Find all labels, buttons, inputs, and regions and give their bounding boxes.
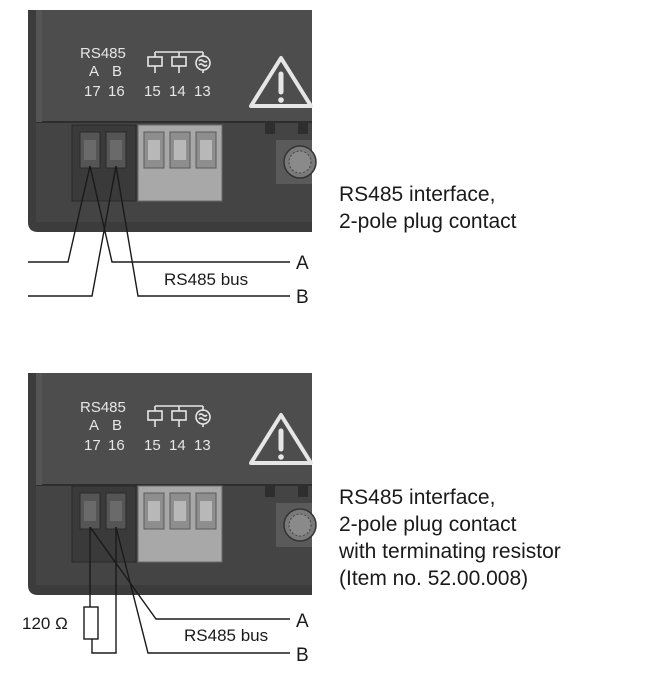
terminal-13-label: 13 <box>194 83 211 100</box>
caption-1: RS485 interface, 2-pole plug contact <box>339 181 516 235</box>
caption-line: RS485 interface, <box>339 486 496 509</box>
pole-a-label: A <box>89 63 99 80</box>
terminal-17-label: 17 <box>84 437 101 454</box>
wire-b-label: B <box>296 287 309 308</box>
wire-a-label: A <box>296 611 309 632</box>
relay-contact-icon <box>147 51 211 73</box>
trimmer-knob-icon <box>276 140 317 184</box>
resistor-label: 120 Ω <box>22 614 68 633</box>
caption-line: with terminating resistor <box>339 540 561 563</box>
terminal-17-label: 17 <box>84 83 101 100</box>
caption-line: RS485 interface, <box>339 183 496 206</box>
wire-b-label: B <box>296 645 309 666</box>
terminal-16-label: 16 <box>108 437 125 454</box>
terminal-labels: RS485 A B 17 16 15 14 13 <box>80 399 211 454</box>
rs485-plug-connector <box>71 124 137 202</box>
interface-label: RS485 <box>80 45 126 62</box>
pole-a-label: A <box>89 417 99 434</box>
trimmer-knob-icon <box>276 503 317 547</box>
wiring-diagram-2: RS485 A B 17 16 15 14 13 <box>22 373 317 666</box>
caption-line: 2-pole plug contact <box>339 513 517 536</box>
resistor-symbol-icon <box>83 606 99 640</box>
warning-triangle-icon <box>249 56 313 108</box>
relay-plug-connector <box>137 485 223 563</box>
terminal-15-label: 15 <box>144 83 161 100</box>
wire-a-label: A <box>296 253 309 274</box>
rs485-plug-connector <box>71 485 137 563</box>
diagram-rs485-plain: RS485 A B 17 16 15 14 13 <box>0 0 653 336</box>
pole-b-label: B <box>112 417 122 434</box>
terminal-14-label: 14 <box>169 437 186 454</box>
relay-plug-connector <box>137 124 223 202</box>
terminal-15-label: 15 <box>144 437 161 454</box>
bus-label: RS485 bus <box>164 270 248 289</box>
caption-2: RS485 interface, 2-pole plug contact wit… <box>339 484 561 592</box>
terminal-labels: RS485 A B 17 16 15 14 13 <box>80 45 211 100</box>
relay-contact-icon <box>147 405 211 427</box>
bus-wires <box>89 526 290 654</box>
caption-line: 2-pole plug contact <box>339 210 517 233</box>
pole-b-label: B <box>112 63 122 80</box>
terminal-13-label: 13 <box>194 437 211 454</box>
diagram-rs485-terminated: RS485 A B 17 16 15 14 13 <box>0 335 653 671</box>
bus-wires <box>28 165 290 297</box>
caption-line: (Item no. 52.00.008) <box>339 567 529 590</box>
terminal-14-label: 14 <box>169 83 186 100</box>
bus-label: RS485 bus <box>184 626 268 645</box>
interface-label: RS485 <box>80 399 126 416</box>
terminal-16-label: 16 <box>108 83 125 100</box>
wiring-diagram-1: RS485 A B 17 16 15 14 13 <box>28 10 317 308</box>
warning-triangle-icon <box>249 413 313 465</box>
